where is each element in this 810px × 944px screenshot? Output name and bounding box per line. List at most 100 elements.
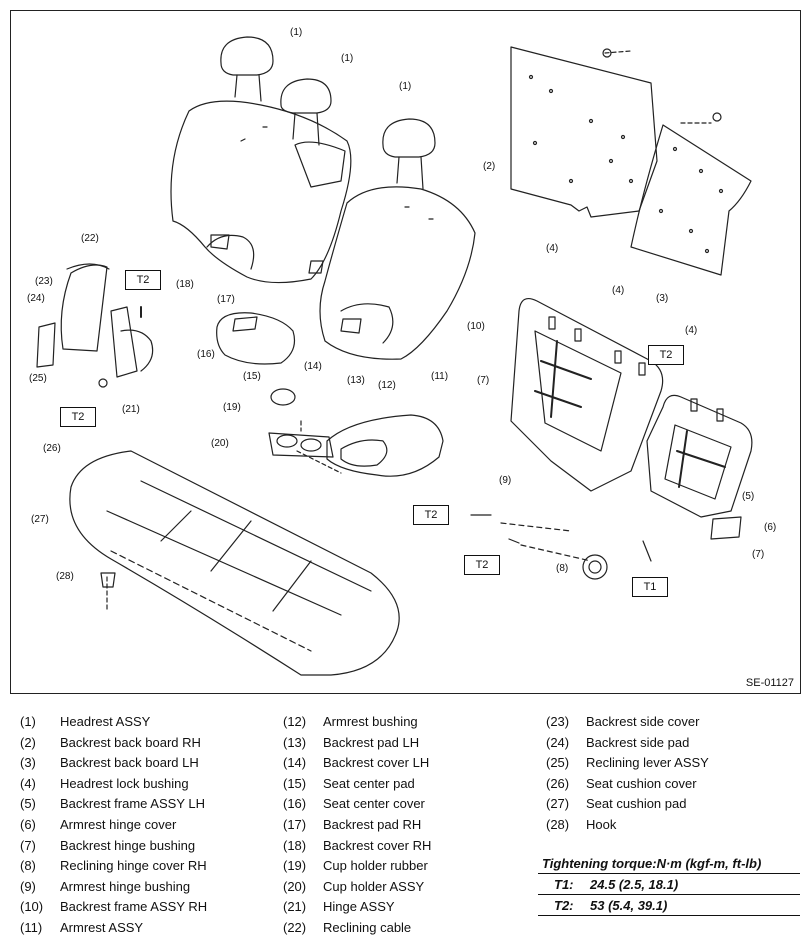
legend-item: (6) Armrest hinge cover	[20, 815, 207, 836]
torque-row-label: T1:	[554, 877, 574, 892]
legend-item-number: (11)	[20, 919, 43, 935]
legend-column-3: (23) Backrest side cover(24) Backrest side…	[546, 712, 709, 836]
legend-item: (2) Backrest back board RH	[20, 733, 207, 754]
callout-4: (4)	[546, 243, 559, 254]
legend-item-name: Cup holder ASSY	[323, 878, 425, 894]
legend-item-name: Backrest back board LH	[60, 755, 199, 771]
callout-2: (2)	[483, 161, 496, 172]
legend-item-number: (13)	[283, 734, 307, 750]
torque-row-label: T2:	[554, 898, 574, 913]
callout-11: (11)	[431, 371, 449, 382]
legend-item-name: Cup holder rubber	[323, 858, 428, 874]
callout-23: (23)	[35, 276, 53, 287]
callout-24: (24)	[27, 293, 45, 304]
callout-21: (21)	[122, 404, 140, 415]
callout-1: (1)	[341, 53, 354, 64]
legend-item: (19) Cup holder rubber	[283, 856, 431, 877]
seat-cushion	[69, 450, 400, 676]
legend-item: (1) Headrest ASSY	[20, 712, 207, 733]
legend-item-name: Backrest cover LH	[323, 755, 430, 771]
legend-item-name: Reclining lever ASSY	[586, 755, 709, 771]
legend-item: (11) Armrest ASSY	[20, 918, 207, 939]
legend-item: (20) Cup holder ASSY	[283, 877, 431, 898]
legend-column-2: (12)Armrest bushing(13)Backrest pad LH(1…	[283, 712, 431, 939]
legend-item: (7)Backrest hinge bushing	[20, 836, 207, 857]
cup-holder-assy	[268, 388, 342, 474]
legend-item-number: (16)	[283, 796, 307, 812]
callout-20: (20)	[211, 438, 229, 449]
legend-item-number: (22)	[283, 919, 307, 935]
torque-label-t2: T2	[60, 407, 96, 427]
callout-26: (26)	[43, 443, 61, 454]
callout-7: (7)	[752, 549, 765, 560]
legend-item-name: Hinge ASSY	[323, 899, 395, 915]
legend-item-number: (7)	[20, 837, 36, 853]
callout-10: (10)	[467, 321, 485, 332]
legend-item-name: Seat center cover	[323, 796, 425, 812]
legend-item-name: Backrest back board RH	[60, 734, 201, 750]
callout-5: (5)	[742, 491, 755, 502]
callout-4: (4)	[612, 285, 625, 296]
torque-row-t1: T1: 24.5 (2.5, 18.1)	[538, 874, 800, 895]
legend-item: (12)Armrest bushing	[283, 712, 431, 733]
legend-item-name: Reclining cable	[323, 919, 412, 935]
legend-item-name: Armrest hinge bushing	[60, 878, 191, 894]
legend-item-number: (5)	[20, 796, 36, 812]
callout-8: (8)	[556, 563, 569, 574]
legend-item: (18)Backrest cover RH	[283, 836, 431, 857]
legend-item-name: Seat center pad	[323, 775, 415, 791]
legend-item: (4) Headrest lock bushing	[20, 774, 207, 795]
legend-item-number: (17)	[283, 816, 307, 832]
legend-item-name: Headrest lock bushing	[60, 775, 189, 791]
callout-15: (15)	[243, 371, 261, 382]
legend-item-number: (21)	[283, 899, 307, 915]
callout-18: (18)	[176, 279, 194, 290]
legend-item: (23) Backrest side cover	[546, 712, 709, 733]
torque-row-value: 53 (5.4, 39.1)	[590, 898, 668, 913]
legend-item-number: (1)	[20, 714, 36, 729]
legend-item-name: Armrest hinge cover	[60, 816, 177, 832]
legend-item-number: (9)	[20, 878, 36, 894]
callout-12: (12)	[378, 380, 396, 391]
callout-7: (7)	[477, 375, 490, 386]
legend-item-name: Backrest frame ASSY RH	[60, 899, 208, 915]
legend-item: (28)Hook	[546, 815, 709, 836]
legend-item-number: (8)	[20, 858, 36, 874]
back-board-rh	[510, 46, 722, 218]
legend-item: (13)Backrest pad LH	[283, 733, 431, 754]
backrest-frame-lh	[646, 394, 753, 518]
legend-item-number: (23)	[546, 714, 570, 729]
legend-item-name: Hook	[586, 816, 617, 832]
callout-14: (14)	[304, 361, 322, 372]
exploded-view-diagram: (1) (1) (1) (2) (3) (4) (4) (4) (5) (6) …	[10, 10, 801, 694]
legend-item-name: Backrest cover RH	[323, 837, 432, 853]
legend-item-number: (24)	[546, 734, 570, 750]
legend-item-name: Backrest side cover	[586, 714, 700, 729]
callout-1: (1)	[399, 81, 412, 92]
legend-item-number: (3)	[20, 755, 36, 771]
back-board-lh	[630, 124, 752, 276]
backrest-side-parts	[36, 263, 154, 388]
legend-item-number: (4)	[20, 775, 36, 791]
legend-item-number: (25)	[546, 755, 570, 771]
diagram-drawing	[36, 36, 753, 676]
legend-item: (16) Seat center cover	[283, 794, 431, 815]
legend-item-name: Armrest ASSY	[60, 919, 144, 935]
seat-center-pad	[216, 312, 296, 365]
legend-item-number: (20)	[283, 878, 307, 894]
callout-27: (27)	[31, 514, 49, 525]
torque-label-t2: T2	[648, 345, 684, 365]
headrest-right	[382, 118, 436, 190]
callout-13: (13)	[347, 375, 365, 386]
armrest-assy	[326, 414, 444, 477]
callout-1: (1)	[290, 27, 303, 38]
legend-item-number: (6)	[20, 816, 36, 832]
legend-item: (5)Backrest frame ASSY LH	[20, 794, 207, 815]
legend-item-number: (2)	[20, 734, 36, 750]
figure-code: SE-01127	[745, 677, 794, 689]
torque-table: Tightening torque:N·m (kgf-m, ft-lb) T1:…	[538, 854, 800, 916]
legend-item-name: Headrest ASSY	[60, 714, 151, 729]
legend-item-number: (19)	[283, 858, 307, 874]
torque-row-value: 24.5 (2.5, 18.1)	[590, 877, 679, 892]
backrest-lh	[319, 186, 476, 360]
